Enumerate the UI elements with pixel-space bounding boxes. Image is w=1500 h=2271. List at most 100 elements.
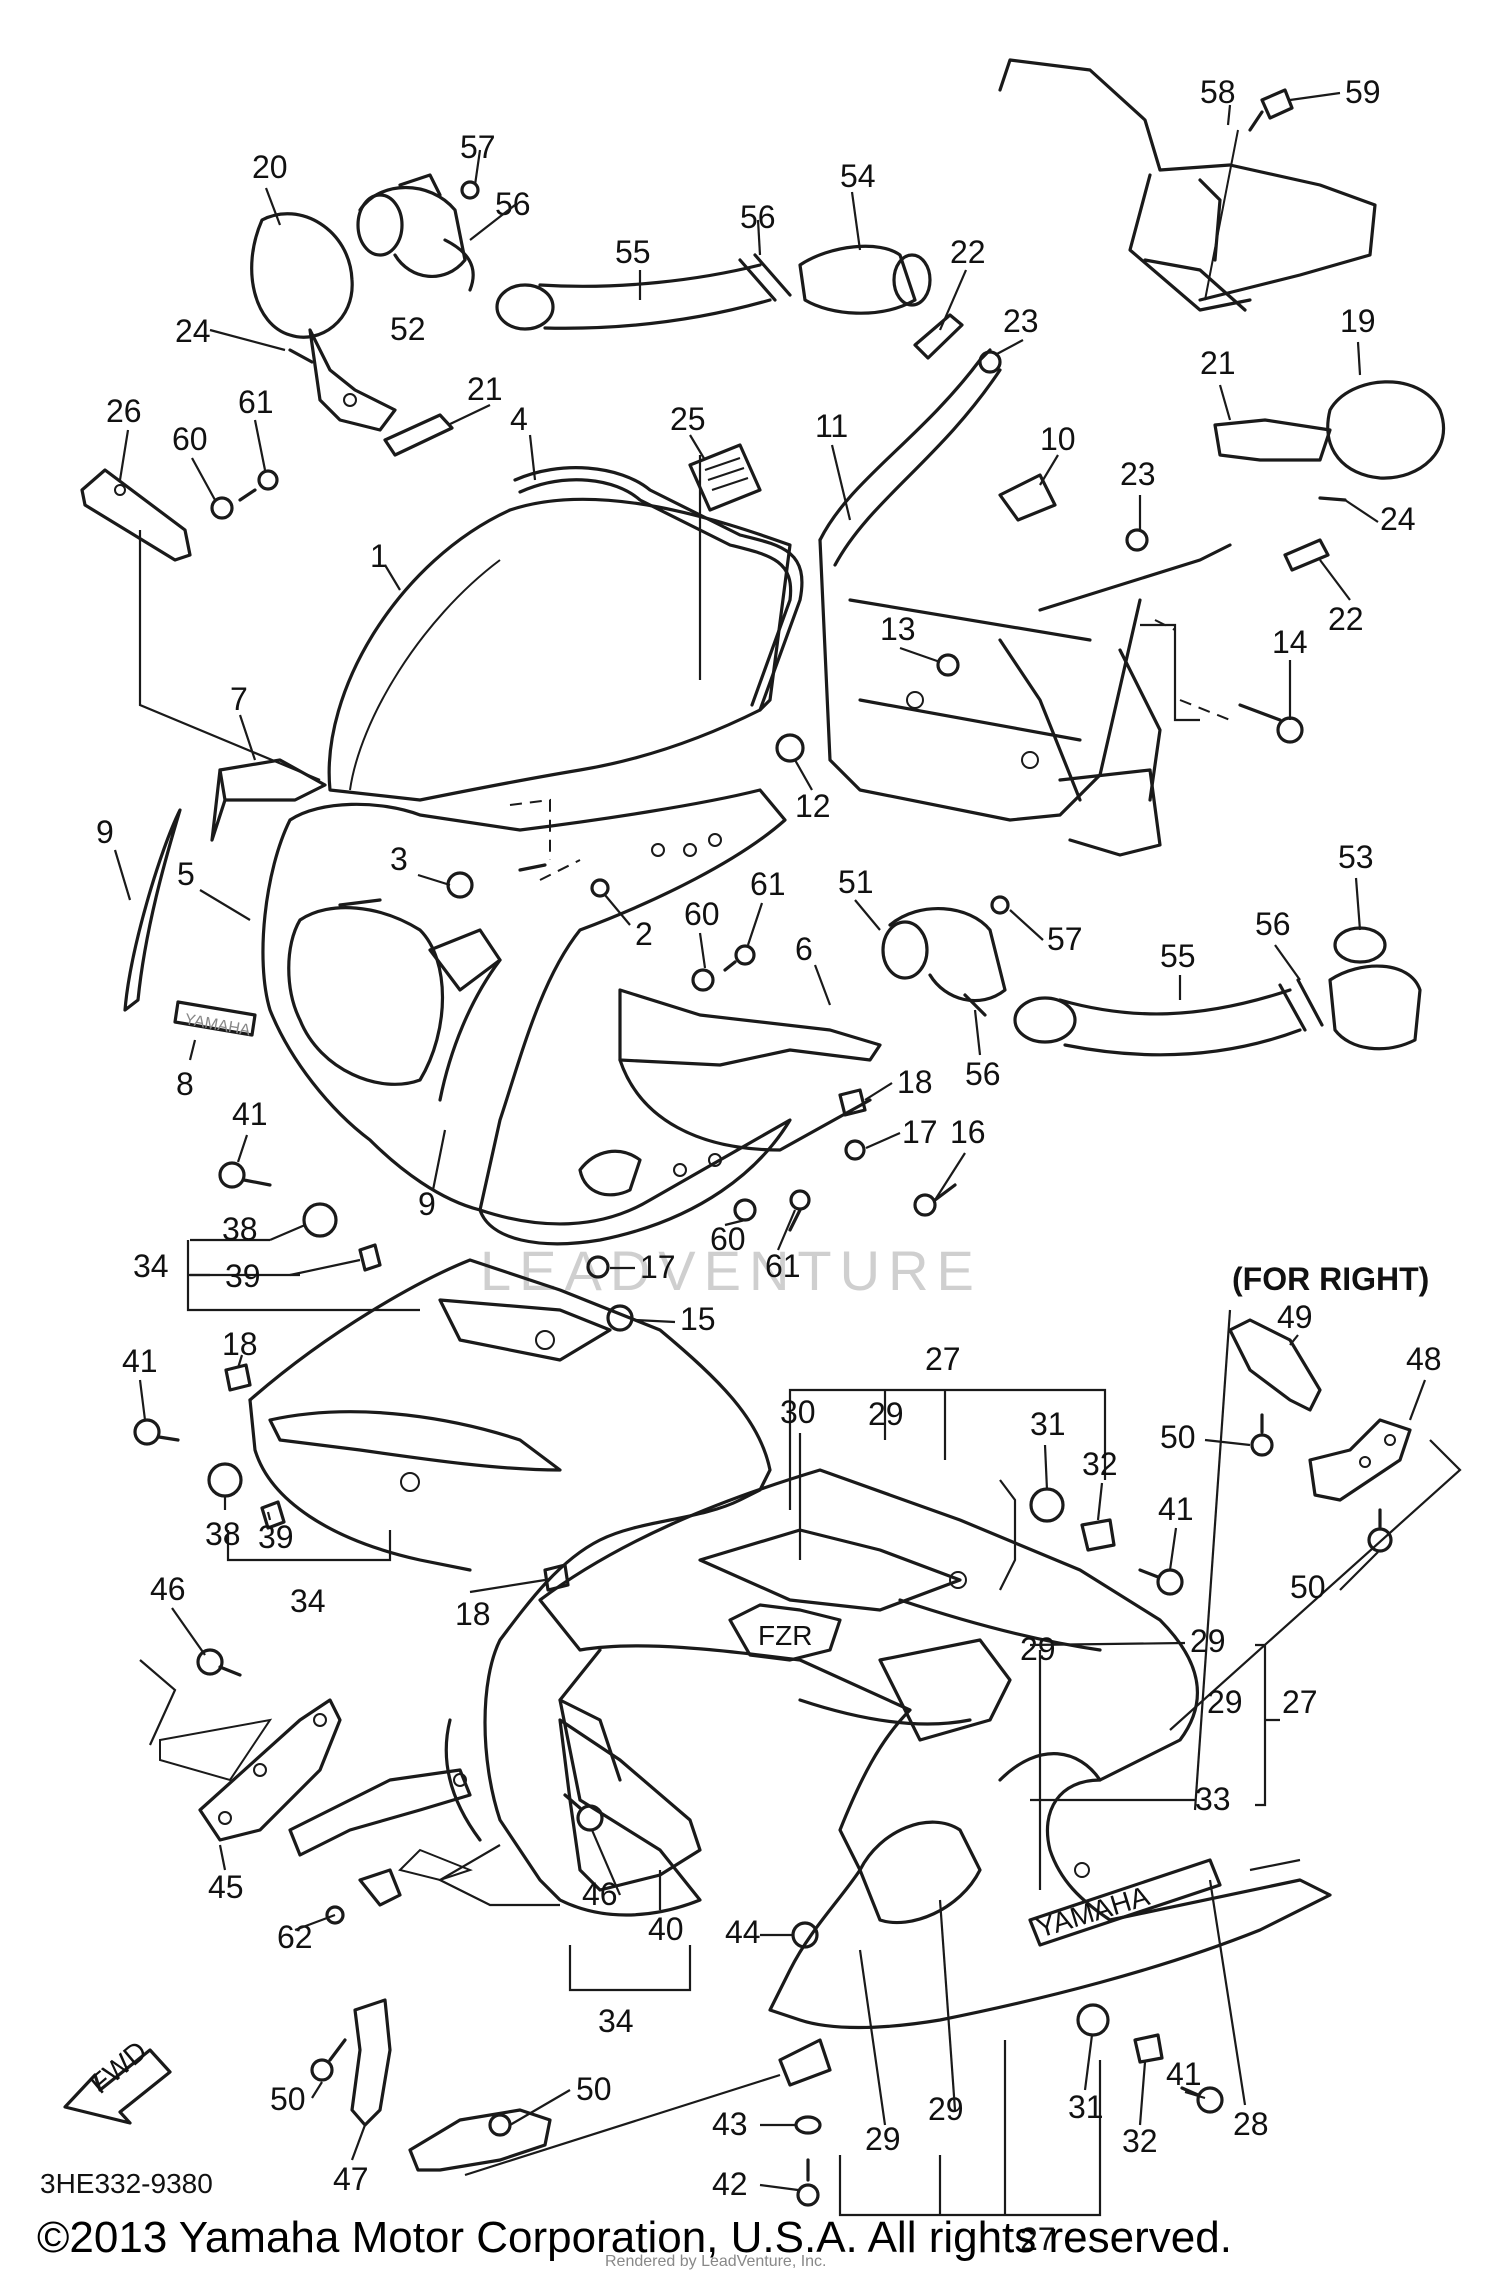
callout-56d: 56: [965, 1056, 1001, 1092]
callout-45: 45: [208, 1869, 244, 1905]
callout-50d: 50: [576, 2071, 612, 2107]
ref-line-47: [464, 2073, 781, 2177]
callout-4: 4: [510, 401, 528, 437]
callout-59: 59: [1345, 74, 1381, 110]
callout-28: 28: [1233, 2106, 1269, 2142]
fastener-2: [590, 878, 610, 898]
callout-61b: 61: [750, 866, 786, 902]
callout-29e: 29: [928, 2091, 964, 2127]
collar-39-a: [358, 1243, 382, 1272]
nut-17-lower: [586, 1255, 610, 1279]
fzr-decal-text: FZR: [758, 1620, 812, 1651]
callout-52: 52: [390, 311, 426, 347]
dash-stay: [1154, 619, 1231, 721]
callout-21b: 21: [1200, 345, 1236, 381]
callout-14: 14: [1272, 624, 1308, 660]
mirror-right: [1213, 380, 1446, 480]
callout-29d: 29: [865, 2121, 901, 2157]
callout-17b: 17: [640, 1249, 676, 1285]
group-27-right: [1255, 1643, 1280, 1807]
callout-23b: 23: [1120, 456, 1156, 492]
group-34-bottom: [568, 1945, 692, 1992]
bolt-41-d: [1180, 2086, 1224, 2114]
callout-41c: 41: [1158, 1491, 1194, 1527]
callout-55b: 55: [1160, 938, 1196, 974]
ref-line-31: [999, 1479, 1017, 1591]
ref-line-28: [1249, 1858, 1301, 1872]
callout-38a: 38: [222, 1211, 258, 1247]
group-38-39-top: [190, 1238, 300, 1277]
cowling-body-5: [261, 788, 787, 1212]
callout-20: 20: [252, 149, 288, 185]
callout-32a: 32: [1082, 1446, 1118, 1482]
air-duct-51: [881, 907, 1007, 1003]
callout-27a: 27: [925, 1341, 961, 1377]
bolt-14: [1238, 703, 1304, 744]
callout-60a: 60: [172, 421, 208, 457]
group-27-top: [788, 1388, 1107, 1510]
bolt-41-c: [1138, 1568, 1184, 1596]
clamp-56-top-left: [443, 238, 475, 292]
callout-24a: 24: [175, 313, 211, 349]
nut-17-top: [844, 1139, 866, 1161]
callout-8: 8: [176, 1066, 194, 1102]
fastener-3: [446, 871, 474, 899]
collar-39-b: [260, 1500, 286, 1530]
mirror-left: [250, 212, 397, 432]
callout-9b: 9: [418, 1186, 436, 1222]
callout-61a: 61: [238, 384, 274, 420]
callout-58: 58: [1200, 74, 1236, 110]
callout-43: 43: [712, 2106, 748, 2142]
bolt-50-c: [310, 2038, 347, 2082]
callout-39a: 39: [225, 1258, 261, 1294]
dash-cowl-b: [539, 859, 581, 881]
callout-23a: 23: [1003, 303, 1039, 339]
outline-45-b: [398, 1848, 473, 1882]
callout-41d: 41: [1166, 2056, 1202, 2092]
clamp-56-right: [963, 993, 987, 1017]
plate-21-left: [383, 413, 454, 457]
bracket-62: [325, 1868, 402, 1925]
windscreen-1: [327, 497, 792, 802]
group-29-top: [883, 1390, 947, 1460]
emblem-8-text: YAMAHA: [183, 1011, 252, 1039]
callout-34a: 34: [133, 1248, 169, 1284]
callout-3: 3: [390, 841, 408, 877]
outline-45-a: [159, 1718, 273, 1782]
yamaha-decal-text: YAMAHA: [1033, 1880, 1153, 1944]
callout-27b: 27: [1282, 1684, 1318, 1720]
clamp-56-far-right: [1278, 978, 1324, 1032]
callout-55a: 55: [615, 234, 651, 270]
air-hose-55-right: [1013, 988, 1302, 1057]
grommet-38-b: [207, 1462, 243, 1498]
callout-60b: 60: [684, 896, 720, 932]
callout-11: 11: [815, 408, 848, 444]
clamp-56-top: [738, 253, 792, 302]
grommet-12: [775, 733, 805, 763]
callout-31a: 31: [1030, 1406, 1066, 1442]
damper-31-bottom: [1076, 2003, 1110, 2037]
callout-19: 19: [1340, 303, 1376, 339]
bracket-26: [80, 468, 192, 562]
callout-17a: 17: [902, 1114, 938, 1150]
callout-42: 42: [712, 2166, 748, 2202]
bolt-46-mid: [563, 1793, 604, 1832]
bolt-50-a: [1250, 1413, 1274, 1457]
callout-34b: 34: [290, 1583, 326, 1619]
bolt-61-upper: [723, 944, 756, 972]
screw-24-left: [288, 348, 314, 364]
ref-line-48: [1169, 1439, 1462, 1731]
air-duct-52: [356, 173, 467, 278]
moulding-4: [513, 466, 804, 712]
bolt-50-d: [488, 2113, 512, 2137]
callout-50a: 50: [1160, 1419, 1196, 1455]
callout-13: 13: [880, 611, 916, 647]
leader-58-stay: [1204, 129, 1239, 301]
inner-panel-34: [248, 1258, 772, 1917]
callout-54: 54: [840, 158, 876, 194]
collar-32-top: [1080, 1518, 1116, 1552]
callout-27c: 27: [1020, 2221, 1056, 2257]
bolt-46-left: [196, 1648, 242, 1677]
bracket-47: [350, 1998, 552, 2172]
